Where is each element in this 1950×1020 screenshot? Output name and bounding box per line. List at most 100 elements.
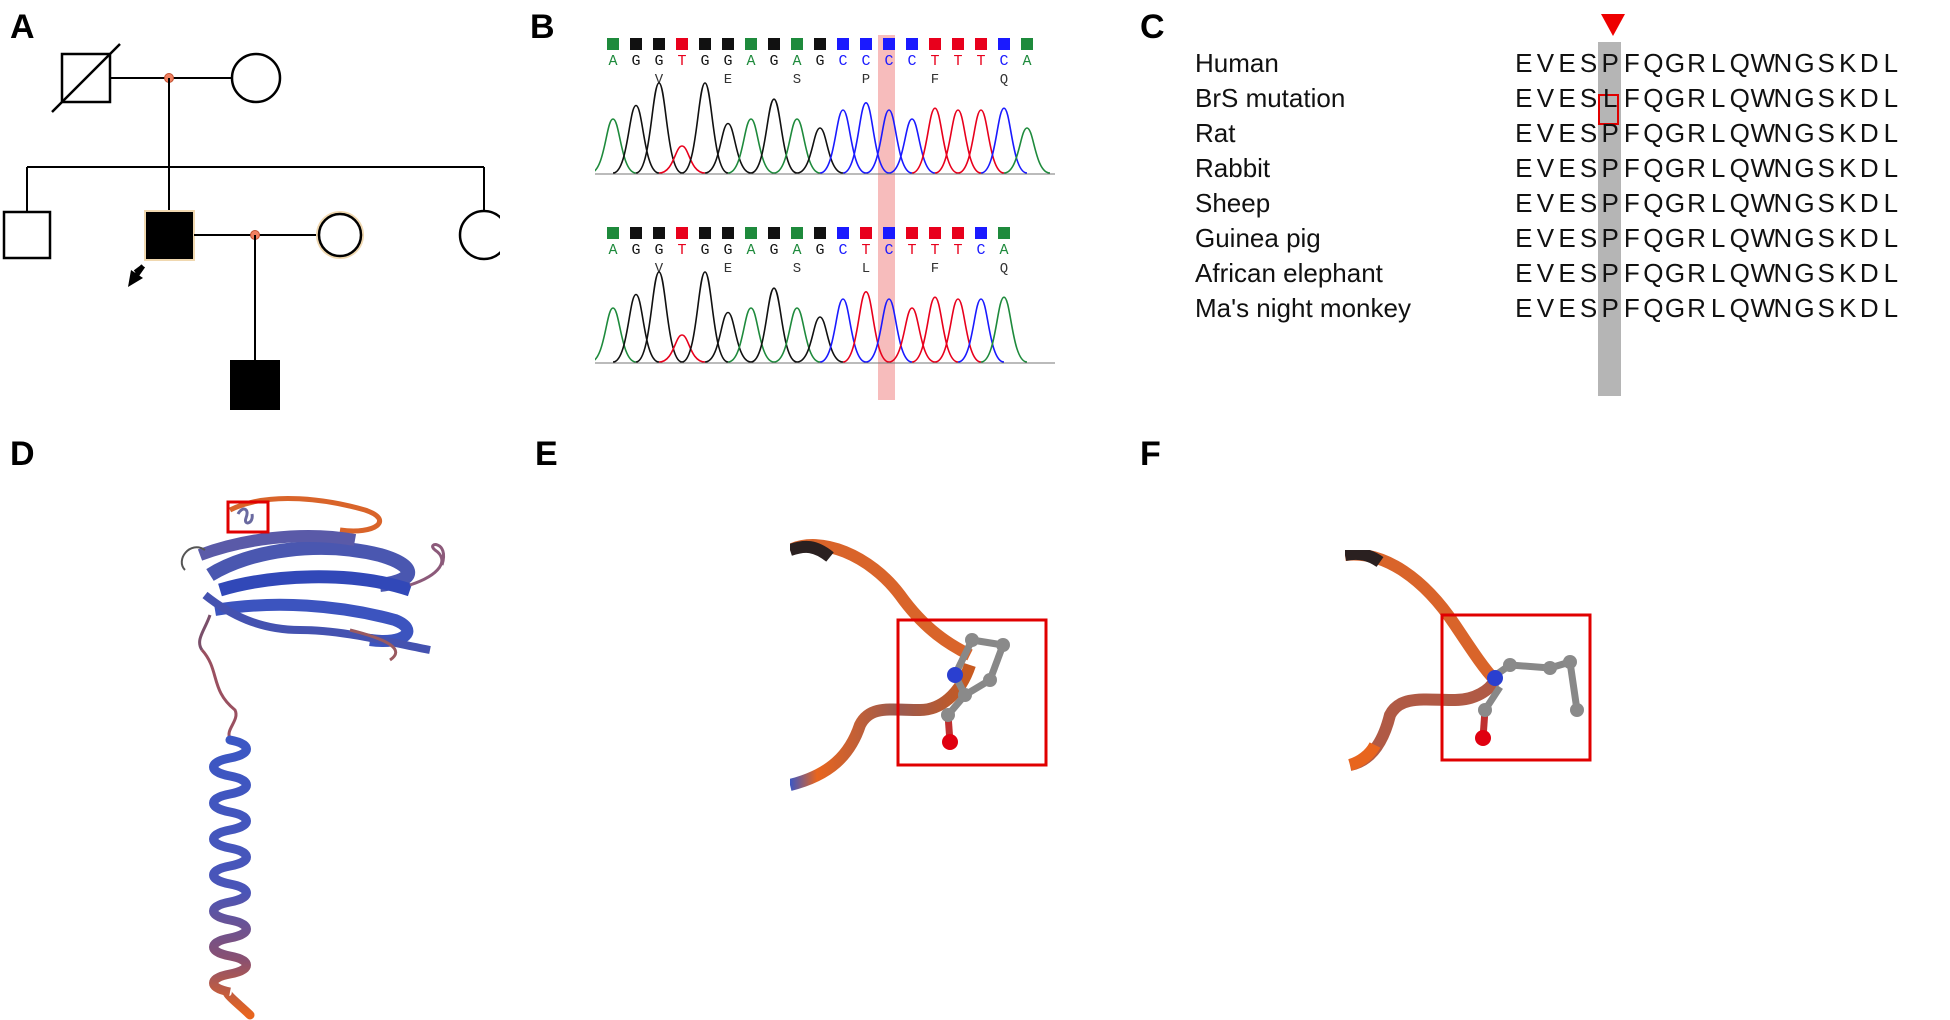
residue: S bbox=[1579, 223, 1598, 253]
chromatogram-peak bbox=[1003, 127, 1051, 174]
base-color-square bbox=[607, 227, 619, 239]
alpha-helix bbox=[209, 735, 255, 1020]
residue: Q bbox=[1729, 153, 1750, 183]
residue: L bbox=[1710, 153, 1726, 183]
amino-acid-label: S bbox=[793, 261, 801, 277]
panel-label-b: B bbox=[530, 8, 555, 46]
species-label: African elephant bbox=[1195, 258, 1383, 288]
proline-residue bbox=[941, 633, 1010, 750]
residue: K bbox=[1839, 153, 1857, 183]
base-color-square bbox=[975, 38, 987, 50]
residue: N bbox=[1773, 48, 1793, 78]
ribbon-upper bbox=[1345, 550, 1500, 685]
base-call-label: T bbox=[907, 242, 916, 259]
species-label: Sheep bbox=[1195, 188, 1271, 218]
residue: Q bbox=[1729, 188, 1750, 218]
residue: S bbox=[1579, 258, 1598, 288]
base-call-label: G bbox=[769, 53, 778, 70]
chromatogram-peak bbox=[911, 107, 959, 174]
residue: V bbox=[1536, 83, 1555, 113]
base-color-square bbox=[653, 227, 665, 239]
chromatogram-peak bbox=[888, 118, 936, 174]
mother-symbol bbox=[230, 52, 282, 104]
chromatogram-peak bbox=[750, 98, 798, 174]
residue: S bbox=[1817, 48, 1835, 78]
residue: L bbox=[1883, 83, 1899, 113]
conserved-column-highlight bbox=[1598, 42, 1621, 396]
residue: E bbox=[1515, 188, 1533, 218]
base-call-label: T bbox=[930, 53, 939, 70]
residue: N bbox=[1773, 258, 1793, 288]
residue: V bbox=[1536, 48, 1555, 78]
chromatogram-peak bbox=[635, 271, 683, 363]
residue: G bbox=[1794, 153, 1815, 183]
base-color-square bbox=[699, 227, 711, 239]
chromatogram-peak bbox=[635, 82, 683, 174]
residue: K bbox=[1839, 83, 1857, 113]
residue: Q bbox=[1643, 48, 1664, 78]
residue: G bbox=[1794, 293, 1815, 323]
residue: P bbox=[1601, 118, 1619, 148]
residue: P bbox=[1601, 153, 1619, 183]
panel-label-c: C bbox=[1140, 8, 1165, 46]
base-color-square bbox=[676, 38, 688, 50]
base-call-label: C bbox=[999, 53, 1008, 70]
base-color-square bbox=[906, 227, 918, 239]
residue: R bbox=[1687, 118, 1706, 148]
residue: K bbox=[1839, 293, 1857, 323]
base-color-square bbox=[1021, 38, 1033, 50]
base-call-label: G bbox=[654, 242, 663, 259]
residue: L bbox=[1883, 153, 1899, 183]
residue: L bbox=[1602, 83, 1618, 113]
chromatogram-peak bbox=[865, 298, 913, 363]
residue: G bbox=[1794, 83, 1815, 113]
amino-acid-label: F bbox=[931, 72, 939, 88]
residue: Q bbox=[1643, 293, 1664, 323]
residue: R bbox=[1687, 153, 1706, 183]
residue: G bbox=[1794, 118, 1815, 148]
residue: Q bbox=[1643, 188, 1664, 218]
residue: W bbox=[1750, 188, 1776, 218]
base-call-label: A bbox=[608, 53, 617, 70]
residue: F bbox=[1623, 153, 1640, 183]
base-call-label: C bbox=[907, 53, 916, 70]
panel-label-d: D bbox=[10, 435, 35, 473]
residue: E bbox=[1515, 83, 1533, 113]
residue: V bbox=[1536, 188, 1555, 218]
residue: Q bbox=[1643, 83, 1664, 113]
residue: G bbox=[1794, 188, 1815, 218]
chromatogram-peak bbox=[934, 298, 982, 363]
chromatogram-peak bbox=[773, 118, 821, 174]
residue: P bbox=[1601, 188, 1619, 218]
residue: N bbox=[1773, 188, 1793, 218]
residue: L bbox=[1883, 188, 1899, 218]
residue: R bbox=[1687, 83, 1706, 113]
base-color-square bbox=[745, 227, 757, 239]
residue: S bbox=[1817, 118, 1835, 148]
residue: D bbox=[1859, 293, 1879, 323]
variant-position-highlight bbox=[878, 35, 895, 400]
species-label: BrS mutation bbox=[1195, 83, 1346, 113]
residue: S bbox=[1817, 223, 1835, 253]
base-call-label: A bbox=[792, 242, 801, 259]
residue: S bbox=[1579, 118, 1598, 148]
base-color-square bbox=[745, 38, 757, 50]
species-label: Rabbit bbox=[1195, 153, 1271, 183]
base-call-label: C bbox=[838, 53, 847, 70]
base-call-label: G bbox=[700, 242, 709, 259]
residue: P bbox=[1601, 223, 1619, 253]
chromatogram-peak bbox=[980, 107, 1028, 174]
base-color-square bbox=[676, 227, 688, 239]
base-call-label: T bbox=[930, 242, 939, 259]
linker-coil bbox=[200, 648, 238, 739]
residue: E bbox=[1515, 258, 1533, 288]
base-color-square bbox=[653, 38, 665, 50]
residue: K bbox=[1839, 223, 1857, 253]
base-color-square bbox=[837, 38, 849, 50]
base-call-label: G bbox=[815, 242, 824, 259]
residue: S bbox=[1579, 48, 1598, 78]
